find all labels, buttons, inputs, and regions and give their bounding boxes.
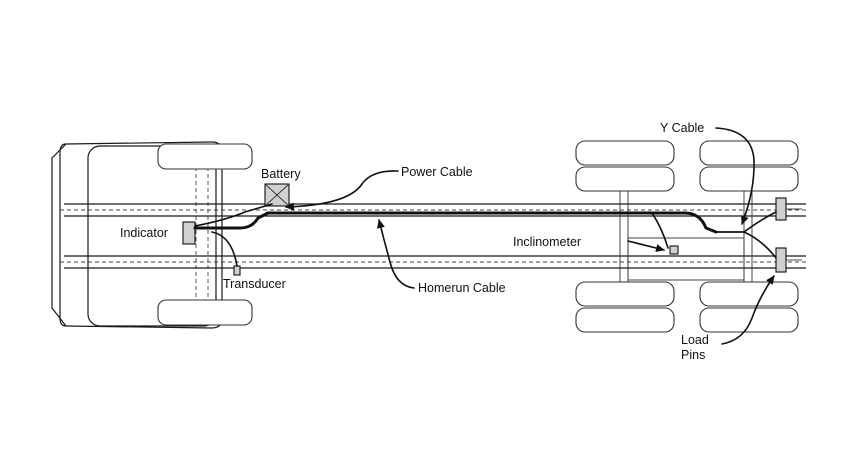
rear-tire [699,166,799,192]
load-pins-label-line1: Load [681,333,709,347]
y-cable-branch-bottom [715,231,777,259]
cab [51,141,253,329]
load-pin-bottom [775,247,787,273]
inclinometer-arrow [627,240,665,252]
indicator-label: Indicator [120,226,168,240]
rear-tire [575,140,675,166]
power-cable-arrow [285,170,399,211]
front-tire-left [157,143,253,170]
rear-tire [699,140,799,166]
chassis-frame [60,189,806,283]
rear-tire [575,281,675,307]
load-pin-top [775,197,787,221]
y-cable-arrow [715,127,755,225]
load-pins-label-line2: Pins [681,348,705,362]
front-tire-right [157,299,253,326]
transducer-unit [233,265,241,276]
homerun-cable-label: Homerun Cable [418,281,506,295]
leader-arrows [285,127,775,345]
cabling [193,203,802,267]
rear-axle-housing [627,237,745,281]
battery-unit [264,183,290,207]
homerun-cable-arrow [377,219,415,289]
battery-label: Battery [261,167,301,181]
indicator-to-homerun-cable [193,211,270,230]
rear-tire [699,307,799,333]
homerun-cable [266,211,718,234]
indicator-unit [182,221,196,245]
rear-tire [699,281,799,307]
indicator-to-battery-cable [194,203,273,227]
power-cable-label: Power Cable [401,165,473,179]
cab-inner-body [87,145,217,327]
cab-windshield [51,143,67,327]
transducer-lead [211,231,238,267]
inclinometer-unit [669,245,679,255]
inclinometer-label: Inclinometer [513,235,581,249]
inclinometer-lead [651,212,669,249]
y-cable-label: Y Cable [660,121,704,135]
transducer-label: Transducer [223,277,286,291]
load-pins-arrow [721,275,775,345]
rear-tires [575,140,799,333]
rear-tire [575,307,675,333]
rear-tire [575,166,675,192]
